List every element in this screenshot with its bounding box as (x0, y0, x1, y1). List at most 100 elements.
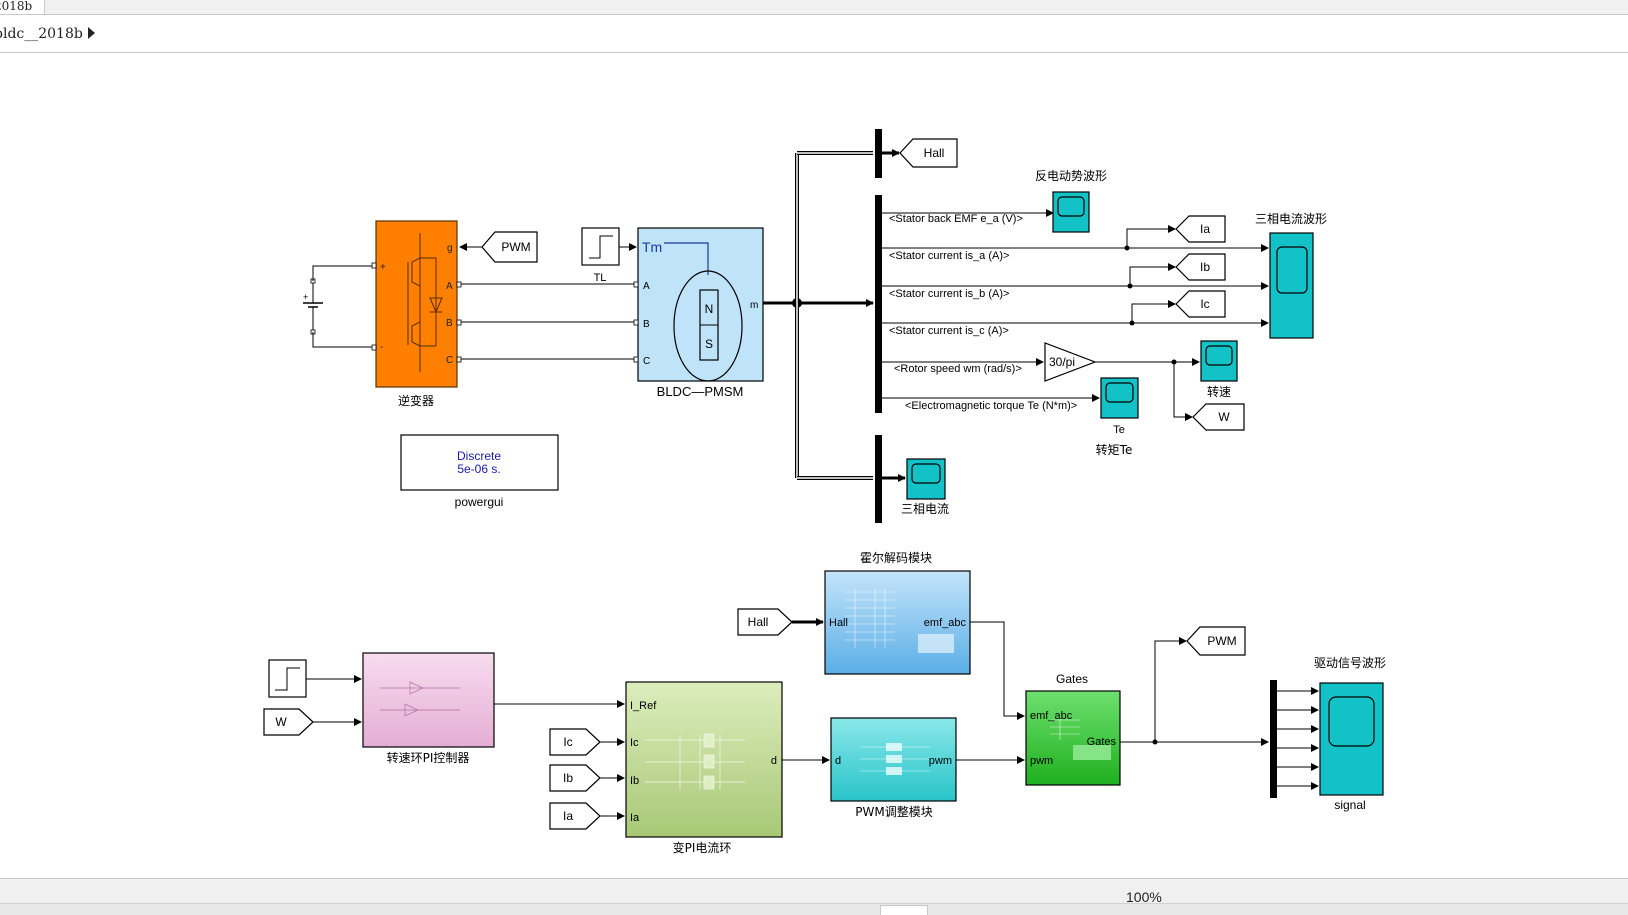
w-from-label: W (275, 715, 287, 729)
zoom-level[interactable]: 100% (1126, 889, 1162, 905)
emf-scope[interactable]: 反电动势波形 (1035, 169, 1107, 233)
gain-label: 30/pi (1049, 355, 1075, 369)
current-pi-block[interactable]: I_Ref Ic Ib Ia d 变PI电流环 (625, 681, 783, 855)
tl-step-label: TL (594, 272, 607, 284)
current-pi-in2: Ic (630, 737, 639, 749)
inverter-port-c: C (446, 355, 453, 366)
pwm-from-label: PWM (501, 240, 530, 254)
hall-decoder-out: emf_abc (924, 617, 967, 629)
motor-pole-n: N (705, 302, 714, 316)
inverter-port-b: B (446, 318, 453, 329)
torque-scope-sublabel: Te (1113, 424, 1125, 436)
w-goto-tag[interactable]: W (1192, 403, 1245, 431)
ib-goto-tag[interactable]: Ib (1175, 253, 1226, 281)
ib-from-label: Ib (563, 771, 573, 785)
ib-from-tag[interactable]: Ib (549, 764, 601, 792)
current-bus-selector[interactable] (875, 435, 882, 523)
ic-from-tag[interactable]: Ic (549, 728, 601, 756)
horizontal-scrollbar[interactable] (0, 903, 1628, 915)
three-phase-scope[interactable]: 三相电流波形 (1255, 212, 1327, 339)
tl-step-block[interactable]: TL (581, 227, 620, 284)
signal-scope-sublabel: signal (1334, 798, 1365, 812)
current-pi-in1: I_Ref (630, 700, 657, 712)
w-from-tag[interactable]: W (263, 708, 314, 736)
inverter-port-g: g (447, 243, 453, 254)
pwm-adjust-block[interactable]: d pwm PWM调整模块 (830, 717, 957, 819)
ib-goto-label: Ib (1200, 260, 1210, 274)
powergui-line1: Discrete (457, 449, 501, 463)
speed-scope-label: 转速 (1207, 384, 1231, 399)
signal-ib-label: <Stator current is_b (A)> (889, 288, 1009, 300)
hall-from-tag[interactable]: Hall (737, 608, 793, 636)
breadcrumb[interactable]: bldc__2018b (0, 26, 83, 42)
model-canvas[interactable]: + (0, 53, 1628, 878)
inverter-label: 逆变器 (398, 393, 434, 408)
selector-outputs: <Stator back EMF e_a (V)> <Stator curren… (882, 209, 1269, 412)
pwm-adjust-in: d (835, 755, 841, 767)
signal-scope[interactable]: 驱动信号波形 signal (1314, 656, 1386, 812)
speed-scope[interactable]: 转速 (1200, 340, 1238, 399)
motor-port-m: m (750, 300, 758, 311)
hall-decoder-block[interactable]: Hall emf_abc 霍尔解码模块 (824, 550, 971, 675)
breadcrumb-arrow-icon[interactable] (88, 27, 95, 39)
emf-scope-label: 反电动势波形 (1035, 169, 1107, 183)
powergui-block[interactable]: Discrete 5e-06 s. powergui (400, 434, 559, 509)
three-phase-scope-label: 三相电流波形 (1255, 212, 1327, 226)
hall-decoder-label: 霍尔解码模块 (860, 550, 932, 565)
gates-demux[interactable] (1270, 680, 1277, 798)
inverter-block[interactable]: g + - A B C 逆变器 (371, 220, 462, 408)
current-pi-in3: Ib (630, 775, 639, 787)
ic-from-label: Ic (563, 735, 572, 749)
speed-pi-block[interactable]: 转速环PI控制器 (362, 652, 495, 765)
block-diagram[interactable]: + (0, 53, 1628, 878)
gates-in2: pwm (1030, 755, 1053, 767)
motor-pole-s: S (705, 337, 713, 351)
torque-scope-label: 转矩Te (1096, 442, 1133, 457)
model-tab[interactable]: 2018b (0, 0, 45, 14)
tab-bar: 2018b (0, 0, 1628, 15)
current-pi-out: d (771, 755, 777, 767)
ia-from-tag[interactable]: Ia (549, 802, 601, 830)
current-scope[interactable]: 三相电流 (901, 458, 949, 516)
gates-block[interactable]: emf_abc pwm Gates Gates (1025, 672, 1121, 786)
signal-ia-label: <Stator current is_a (A)> (889, 250, 1009, 262)
gates-label: Gates (1056, 672, 1088, 686)
hall-decoder-in: Hall (829, 617, 848, 629)
inverter-port-a: A (446, 281, 453, 292)
w-goto-label: W (1218, 410, 1230, 424)
gates-in1: emf_abc (1030, 710, 1073, 722)
hall-goto-label: Hall (924, 146, 945, 160)
torque-scope[interactable]: Te 转矩Te (1096, 377, 1139, 457)
scrollbar-thumb[interactable] (880, 905, 928, 915)
hall-bus-selector[interactable] (875, 129, 882, 178)
dc-plus-label: + (303, 292, 308, 302)
pwm-goto-tag[interactable]: PWM (1186, 626, 1246, 656)
bldc-motor-block[interactable]: Tm A B C m N S BLDC—PMSM (633, 227, 764, 399)
ia-goto-label: Ia (1200, 222, 1210, 236)
dc-voltage-source[interactable]: + (303, 265, 374, 348)
hall-goto-tag[interactable]: Hall (899, 138, 958, 168)
signal-ic-label: <Stator current is_c (A)> (889, 325, 1009, 337)
current-pi-label: 变PI电流环 (673, 840, 732, 855)
pwm-from-tag[interactable]: PWM (481, 231, 538, 263)
ia-goto-tag[interactable]: Ia (1175, 215, 1226, 243)
signal-scope-label: 驱动信号波形 (1314, 656, 1386, 670)
pwm-goto-label: PWM (1207, 634, 1236, 648)
gates-out: Gates (1087, 736, 1117, 748)
signal-torque-label: <Electromagnetic torque Te (N*m)> (905, 400, 1077, 412)
ic-goto-label: Ic (1200, 297, 1209, 311)
motor-port-tm: Tm (642, 239, 662, 255)
demux-outputs (1277, 687, 1319, 790)
inverter-port-plus: + (380, 262, 386, 273)
pwm-adjust-label: PWM调整模块 (855, 804, 932, 819)
motor-port-c: C (643, 356, 650, 367)
signal-bus-selector[interactable] (875, 195, 882, 413)
ic-goto-tag[interactable]: Ic (1175, 290, 1226, 318)
address-bar: bldc__2018b (0, 15, 1628, 53)
gain-block[interactable]: 30/pi (1044, 342, 1097, 382)
signal-emf-label: <Stator back EMF e_a (V)> (889, 213, 1023, 225)
speed-pi-label: 转速环PI控制器 (387, 750, 470, 765)
current-scope-label: 三相电流 (901, 502, 949, 516)
speed-ref-step-block[interactable] (268, 659, 307, 698)
